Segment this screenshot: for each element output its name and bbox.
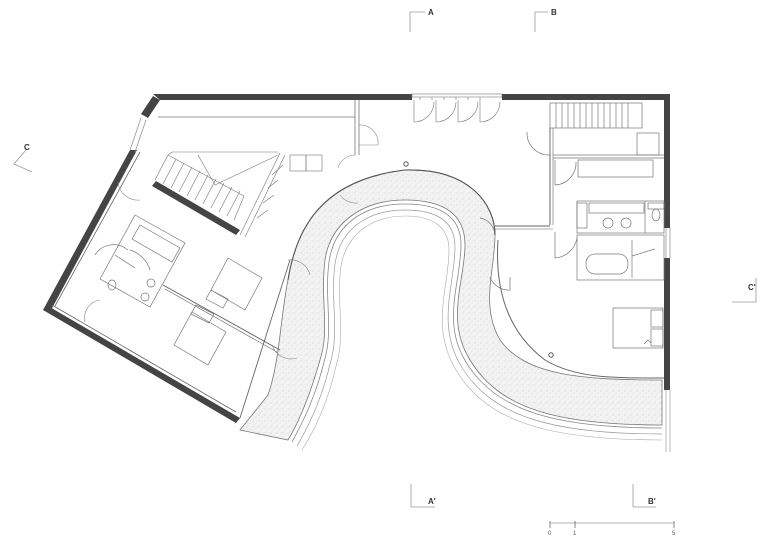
column-icon xyxy=(403,161,409,167)
svg-text:C: C xyxy=(24,143,30,152)
door-arc xyxy=(337,154,356,169)
curved-terrace xyxy=(239,169,663,451)
svg-text:B: B xyxy=(551,8,557,17)
north-corner-wall xyxy=(141,96,160,118)
door-arc xyxy=(271,344,298,360)
section-marker-A-bottom: A' xyxy=(410,484,436,508)
bedroom-glass-wall xyxy=(497,239,665,379)
entry-glazing xyxy=(411,93,503,123)
hall-terrace-wall xyxy=(287,169,496,281)
toilet-icon xyxy=(651,208,661,222)
door-arc xyxy=(339,194,359,204)
section-marker-A-top: A xyxy=(409,8,434,32)
door-arc xyxy=(117,181,141,201)
door-arc xyxy=(435,100,457,123)
right-wing xyxy=(479,102,665,379)
section-marker-B-top: B xyxy=(534,8,557,32)
door-arc xyxy=(526,131,551,156)
section-marker-C-right: C' xyxy=(732,278,757,303)
wardrobe xyxy=(577,159,654,178)
storage-box xyxy=(636,132,660,156)
svg-text:A': A' xyxy=(428,497,436,506)
door-arc xyxy=(358,124,379,146)
sink-icon xyxy=(140,292,150,302)
svg-text:5: 5 xyxy=(672,531,676,537)
bed-icon xyxy=(173,311,227,366)
courtyard-edge-1 xyxy=(291,203,663,443)
door-arc xyxy=(457,100,479,123)
staircase-left xyxy=(154,151,278,221)
left-wing xyxy=(43,96,323,423)
bathtub-icon xyxy=(585,253,629,275)
door-arc xyxy=(489,276,511,291)
svg-text:0: 0 xyxy=(548,531,552,537)
svg-text:1: 1 xyxy=(573,531,577,537)
column-icon xyxy=(548,352,554,358)
south-exterior-wall xyxy=(43,306,240,423)
hall-doors xyxy=(337,124,409,204)
section-marker-B-bottom: B' xyxy=(632,484,656,508)
svg-text:B': B' xyxy=(648,497,656,506)
courtyard-edge-3 xyxy=(301,215,663,451)
section-marker-C-left: C xyxy=(13,143,33,173)
right-bedroom xyxy=(612,307,664,349)
east-exterior-wall xyxy=(664,94,670,228)
bed-icon xyxy=(612,307,664,349)
sink-icon xyxy=(602,217,614,229)
door-arc xyxy=(413,100,435,123)
stair-railing xyxy=(152,181,240,235)
left-wing-doors xyxy=(84,181,311,360)
door-arc xyxy=(554,160,577,186)
courtyard-edge-2 xyxy=(296,209,663,447)
toilet-icon xyxy=(107,279,117,291)
left-exterior-wall xyxy=(43,150,137,312)
door-arc xyxy=(554,232,578,259)
sink-icon xyxy=(146,278,156,288)
svg-text:C': C' xyxy=(748,283,756,292)
door-arc xyxy=(479,100,501,123)
staircase-upper xyxy=(256,154,323,219)
door-arc xyxy=(287,259,311,276)
north-wall xyxy=(153,93,671,452)
scale-bar: 0 1 5 xyxy=(548,521,676,537)
sink-icon xyxy=(620,217,632,229)
left-bedroom-beds xyxy=(162,257,281,366)
svg-text:A: A xyxy=(428,8,434,17)
stair-void xyxy=(197,152,286,238)
door-arc xyxy=(84,299,101,323)
left-bathroom xyxy=(94,214,186,308)
bed-icon xyxy=(210,257,263,311)
east-bedroom-wall xyxy=(664,258,670,390)
staircase-right xyxy=(549,102,643,129)
right-bathroom xyxy=(554,200,665,281)
